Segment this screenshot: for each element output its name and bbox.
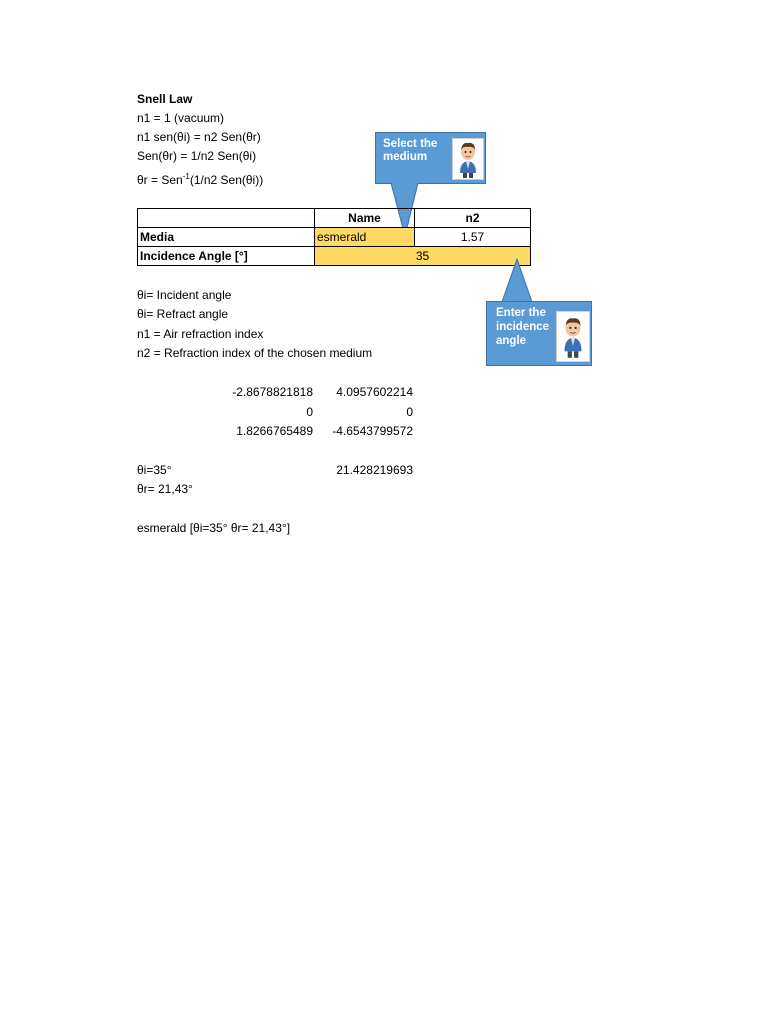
media-label: Media — [137, 227, 315, 247]
table-header-empty — [137, 208, 315, 228]
table-header-n2: n2 — [414, 208, 531, 228]
callout-angle-pointer — [501, 258, 533, 303]
formula-line-4: θr = Sen-1(1/n2 Sen(θi)) — [137, 172, 264, 188]
callout-angle-line2: incidence — [496, 321, 550, 333]
calc-r3c2: -4.6543799572 — [332, 424, 413, 438]
input-table: Name n2 Media esmerald 1.57 Incidence An… — [137, 208, 531, 266]
result-summary: esmerald [θi=35° θr= 21,43°] — [137, 521, 291, 535]
incidence-angle-label: Incidence Angle [°] — [137, 246, 315, 266]
table-header-row: Name n2 — [137, 208, 531, 228]
calc-r2c1: 0 — [306, 405, 313, 419]
table-row-media: Media esmerald 1.57 — [137, 227, 531, 247]
legend-n1: n1 = Air refraction index — [137, 327, 264, 341]
result-theta-r-value: 21.428219693 — [336, 463, 413, 477]
result-theta-r: θr= 21,43° — [137, 482, 193, 496]
callout-select-medium: Select the medium — [375, 132, 486, 184]
callout-medium-line2: medium — [383, 151, 428, 163]
cartoon-man-icon — [460, 142, 476, 178]
result-theta-i: θi=35° — [137, 463, 172, 477]
formula-line-2: n1 sen(θi) = n2 Sen(θr) — [137, 130, 261, 144]
medium-select-cell[interactable]: esmerald — [314, 227, 415, 247]
calc-r2c2: 0 — [406, 405, 413, 419]
formula-line-1: n1 = 1 (vacuum) — [137, 111, 225, 125]
cartoon-man-icon — [564, 318, 582, 358]
callout-enter-angle: Enter the incidence angle — [486, 301, 592, 366]
calc-r3c1: 1.8266765489 — [236, 424, 313, 438]
legend-incident-angle: θi= Incident angle — [137, 288, 232, 302]
callout-medium-line1: Select the — [383, 138, 438, 150]
callout-angle-line3: angle — [496, 335, 527, 347]
avatar — [556, 311, 590, 362]
calc-r1c1: -2.8678821818 — [232, 385, 313, 399]
legend-n2: n2 = Refraction index of the chosen medi… — [137, 346, 373, 360]
formula-line-3: Sen(θr) = 1/n2 Sen(θi) — [137, 149, 257, 163]
avatar — [452, 138, 484, 180]
calc-r1c2: 4.0957602214 — [336, 385, 413, 399]
legend-refract-angle: θi= Refract angle — [137, 307, 229, 321]
sheet-title: Snell Law — [137, 92, 193, 106]
table-header-name: Name — [314, 208, 415, 228]
incidence-angle-input[interactable]: 35 — [314, 246, 531, 266]
table-row-angle: Incidence Angle [°] 35 — [137, 246, 531, 266]
callout-angle-line1: Enter the — [496, 307, 546, 319]
n2-value: 1.57 — [414, 227, 531, 247]
